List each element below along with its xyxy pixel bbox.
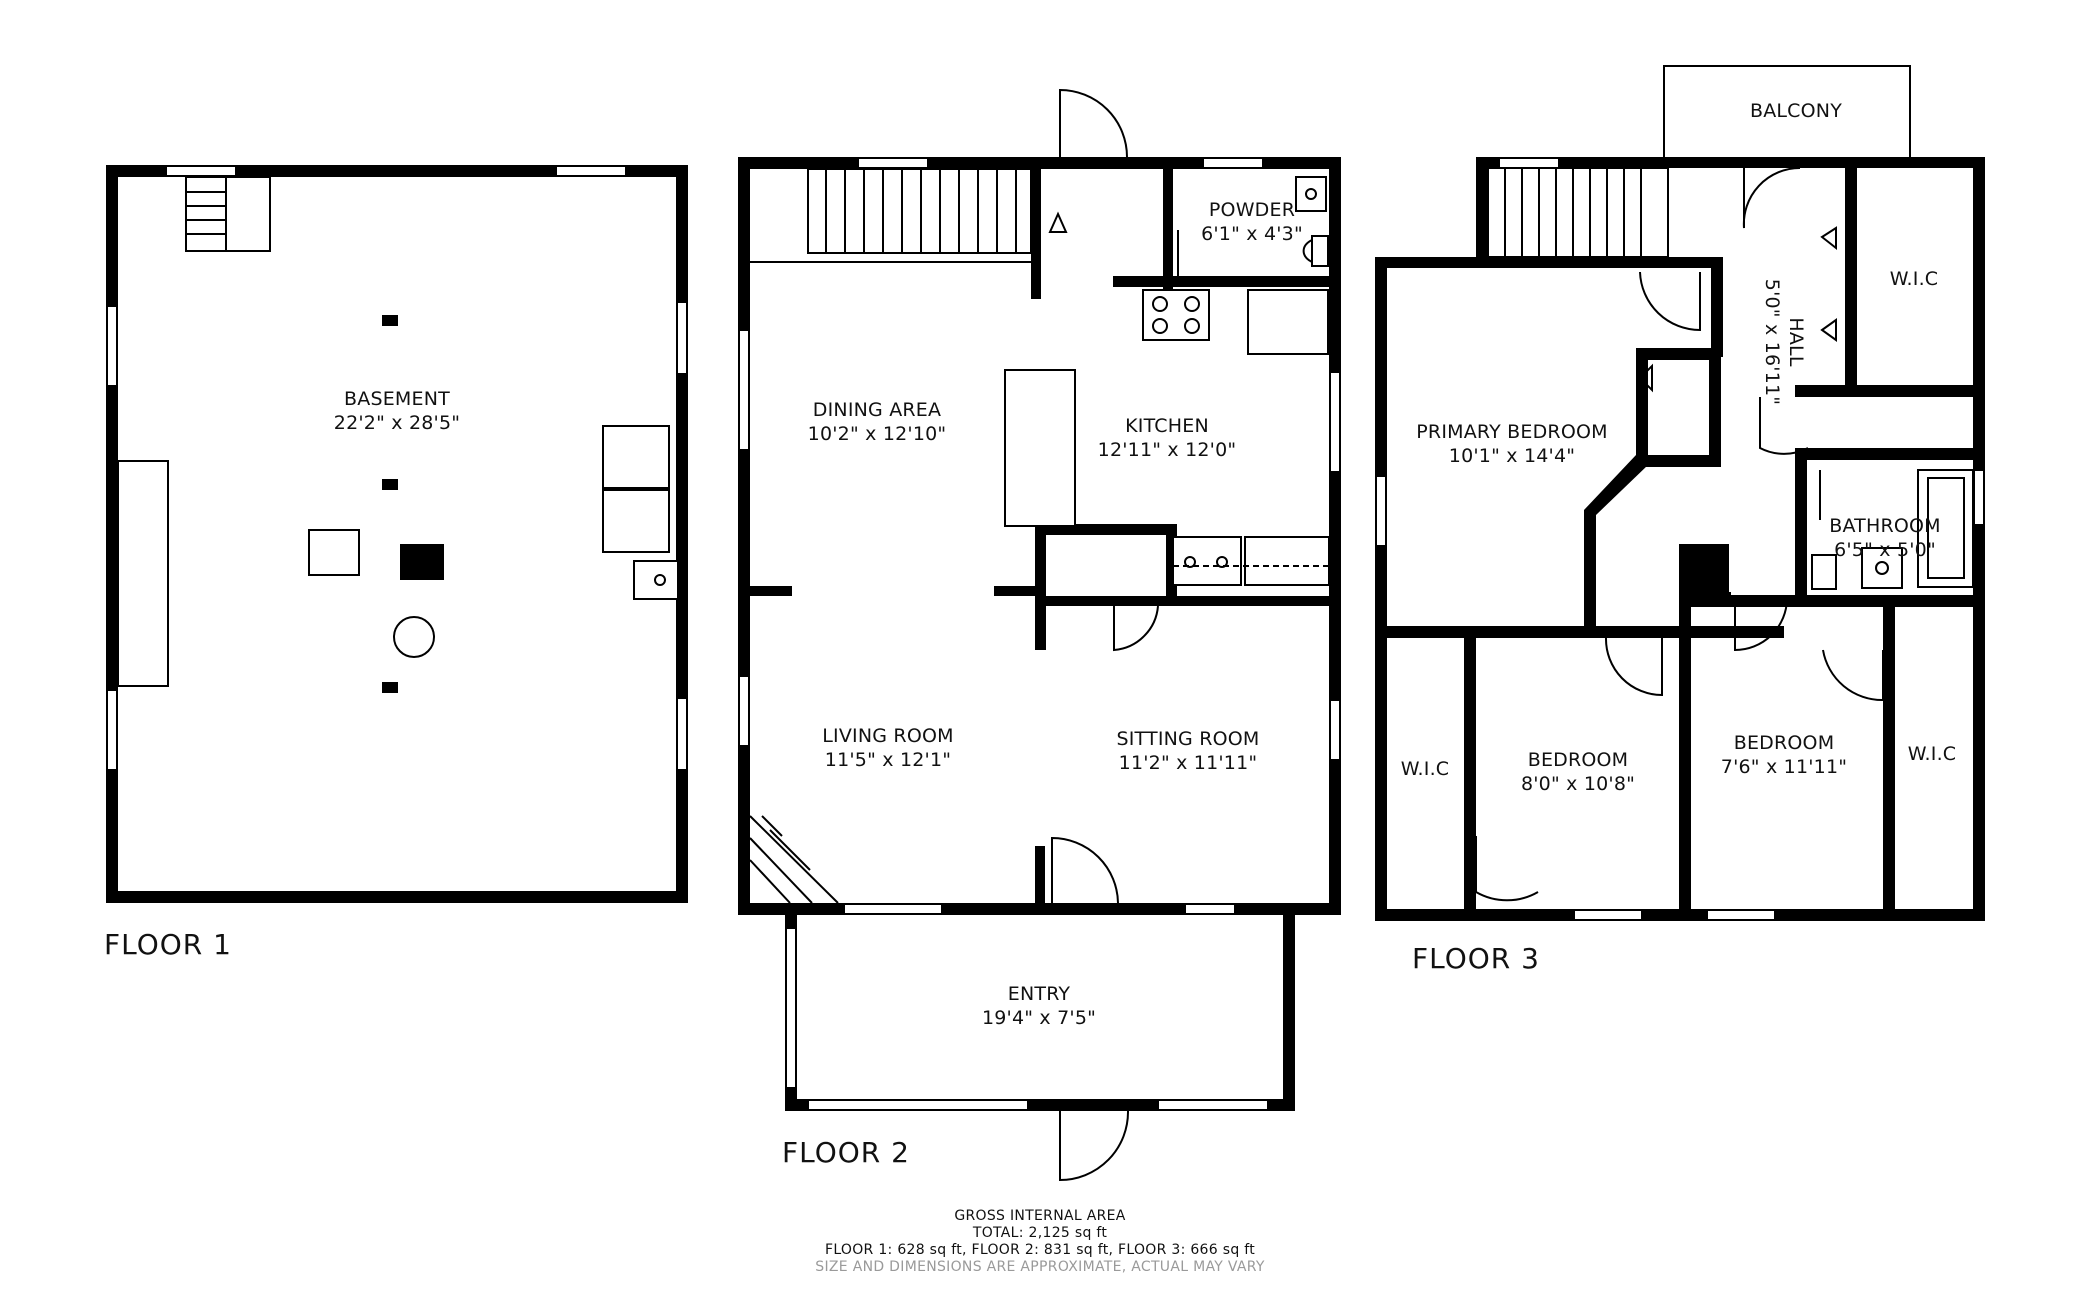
basement-stairs [185, 176, 271, 252]
bath-toilet [1811, 554, 1837, 590]
floor1-plan [106, 165, 688, 903]
room-label-dining-area: DINING AREA 10'2" x 12'10" [807, 399, 947, 445]
room-label-basement: BASEMENT 22'2" x 28'5" [333, 388, 461, 434]
floor3-plan [1375, 65, 1985, 921]
room-label-bedroom-right: BEDROOM 7'6" x 11'11" [1720, 732, 1848, 778]
room-label-entry: ENTRY 19'4" x 7'5" [981, 983, 1097, 1029]
fridge [1247, 289, 1329, 355]
footer-total: TOTAL: 2,125 sq ft [972, 1225, 1108, 1241]
washer [602, 425, 670, 489]
room-label-powder: POWDER 6'1" x 4'3" [1201, 199, 1303, 245]
dryer [602, 489, 670, 553]
kitchen-island [1004, 369, 1076, 527]
floor3-stairs [1487, 167, 1669, 258]
room-label-primary-bedroom: PRIMARY BEDROOM 10'1" x 14'4" [1416, 421, 1608, 467]
floor1-title: FLOOR 1 [104, 928, 232, 961]
footer-heading: GROSS INTERNAL AREA [954, 1208, 1126, 1224]
footer-disclaimer: SIZE AND DIMENSIONS ARE APPROXIMATE, ACT… [815, 1259, 1265, 1275]
room-label-living-room: LIVING ROOM 11'5" x 12'1" [822, 725, 954, 771]
room-label-bedroom-left: BEDROOM 8'0" x 10'8" [1520, 749, 1636, 795]
room-label-wic-top: W.I.C [1889, 268, 1939, 290]
room-label-bathroom: BATHROOM 6'5" x 5'0" [1829, 515, 1941, 561]
gross-area-footer: GROSS INTERNAL AREA TOTAL: 2,125 sq ft F… [780, 1208, 1300, 1276]
footer-breakdown: FLOOR 1: 628 sq ft, FLOOR 2: 831 sq ft, … [824, 1242, 1256, 1258]
room-label-wic-left: W.I.C [1400, 758, 1450, 780]
dishwasher [1244, 536, 1330, 586]
room-label-sitting-room: SITTING ROOM 11'2" x 11'11" [1116, 728, 1260, 774]
stove [1142, 289, 1210, 341]
room-label-wic-right: W.I.C [1907, 743, 1957, 765]
basement-box [308, 529, 360, 576]
bath-sink [1861, 547, 1903, 589]
room-label-kitchen: KITCHEN 12'11" x 12'0" [1097, 415, 1237, 461]
room-label-hall: HALL 5'0" x 16'11" [1761, 278, 1807, 406]
floor2-plan [738, 88, 1341, 1182]
balcony-outline [1663, 65, 1911, 159]
water-heater [393, 616, 435, 658]
floor2-stairs [750, 168, 1041, 263]
room-label-balcony: BALCONY [1749, 100, 1843, 122]
furnace [400, 544, 444, 580]
kitchen-sink [1172, 536, 1242, 586]
floor2-title: FLOOR 2 [782, 1136, 910, 1169]
floor3-title: FLOOR 3 [1412, 942, 1540, 975]
basement-shelf [117, 460, 169, 687]
